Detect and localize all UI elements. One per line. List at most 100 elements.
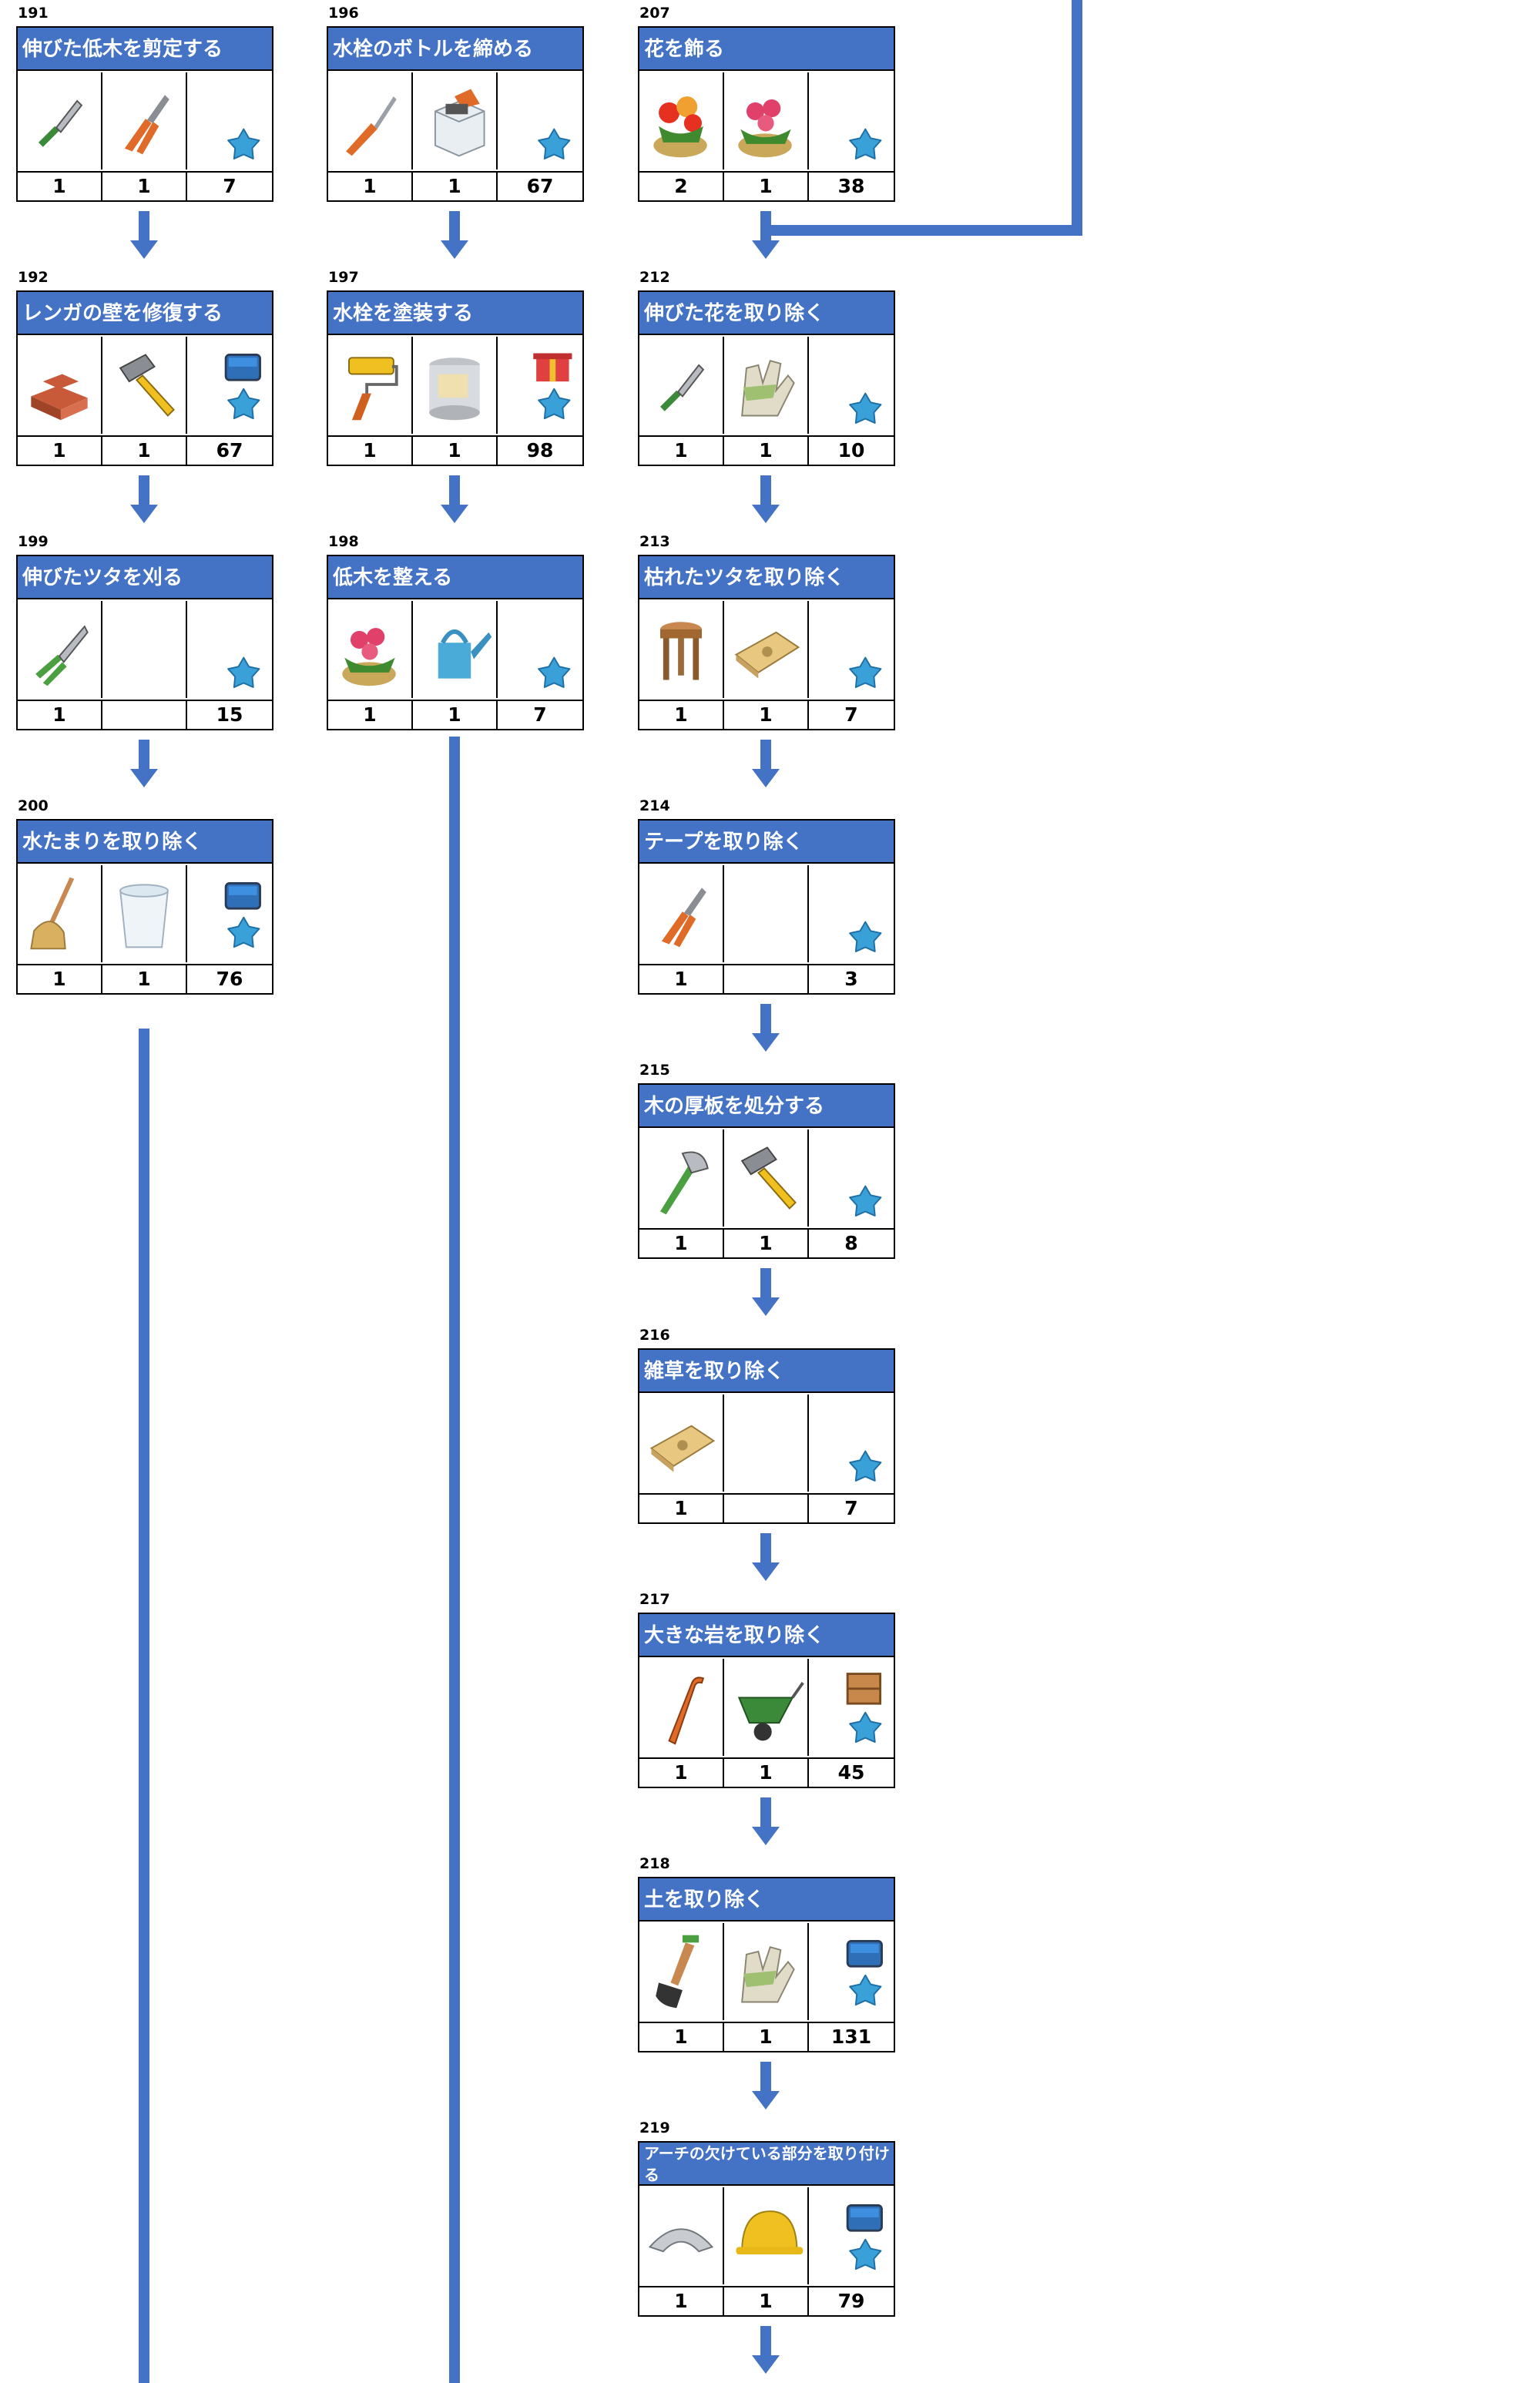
flow-line-continue	[139, 1029, 149, 2383]
task-title: 伸びたツタを刈る	[18, 556, 272, 599]
item-cell	[498, 72, 582, 169]
item-quantity: 1	[639, 1228, 724, 1257]
item-cell	[724, 2187, 809, 2284]
task-title: 伸びた花を取り除く	[639, 292, 894, 335]
item-quantity: 1	[639, 1493, 724, 1522]
flow-arrow-down	[130, 740, 158, 792]
item-quantity: 1	[328, 700, 413, 729]
task-id: 191	[18, 5, 49, 22]
task-title: 伸びた低木を剪定する	[18, 28, 272, 71]
item-cell	[18, 72, 102, 169]
item-cell	[724, 72, 809, 169]
crowbar-icon	[639, 1659, 723, 1756]
item-quantity	[102, 700, 187, 729]
flow-arrow-down	[130, 211, 158, 263]
item-quantity: 1	[18, 171, 102, 200]
item-cell	[809, 1129, 894, 1227]
item-quantity: 67	[498, 171, 582, 200]
task-id: 215	[639, 1062, 670, 1079]
stool-icon	[639, 601, 723, 698]
task-title: 大きな岩を取り除く	[639, 1614, 894, 1657]
hammer-icon	[102, 337, 186, 434]
item-cell	[724, 1923, 809, 2020]
flower-pot-icon	[639, 72, 723, 169]
item-cell	[328, 72, 413, 169]
item-quantity: 8	[809, 1228, 894, 1257]
bricks-icon	[18, 337, 101, 434]
item-quantity: 1	[413, 700, 498, 729]
gloves-icon	[724, 337, 807, 434]
item-quantity	[724, 1493, 809, 1522]
star-icon	[498, 601, 582, 698]
item-cell	[187, 865, 272, 962]
item-quantity: 1	[639, 700, 724, 729]
item-cell	[809, 1659, 894, 1756]
star-icon	[809, 865, 894, 962]
task-title: テープを取り除く	[639, 821, 894, 864]
star-icon	[809, 72, 894, 169]
item-cell	[187, 601, 272, 698]
flow-line-incoming	[1072, 0, 1082, 236]
item-cell	[809, 865, 894, 962]
item-quantity: 38	[809, 171, 894, 200]
item-quantity: 1	[102, 964, 187, 993]
chest-star-icon	[809, 1923, 894, 2020]
item-cell	[187, 337, 272, 434]
shears-icon	[18, 601, 101, 698]
item-quantity: 1	[413, 435, 498, 465]
flow-arrow-down	[752, 1268, 780, 1321]
sack-icon	[724, 601, 807, 698]
item-cell	[413, 337, 498, 434]
item-quantity: 1	[724, 700, 809, 729]
item-cell	[102, 865, 187, 962]
task-id: 207	[639, 5, 670, 22]
sack-icon	[639, 1395, 723, 1492]
item-quantity: 1	[639, 2022, 724, 2051]
item-quantity: 45	[809, 1757, 894, 1787]
task-title: レンガの壁を修復する	[18, 292, 272, 335]
item-cell	[187, 72, 272, 169]
item-quantity: 7	[187, 171, 272, 200]
flow-arrow-down	[752, 740, 780, 792]
bucket-icon	[102, 865, 186, 962]
task-title: 土を取り除く	[639, 1878, 894, 1922]
item-quantity: 1	[413, 171, 498, 200]
item-quantity: 79	[809, 2286, 894, 2315]
task-id: 212	[639, 269, 670, 286]
pliers-icon	[639, 865, 723, 962]
item-cell	[498, 337, 582, 434]
flow-arrow-down	[441, 475, 468, 528]
item-quantity: 1	[639, 2286, 724, 2315]
item-quantity: 1	[18, 435, 102, 465]
item-quantity: 67	[187, 435, 272, 465]
task-title: 木の厚板を処分する	[639, 1085, 894, 1128]
gloves-icon	[724, 1923, 807, 2020]
item-cell	[724, 865, 809, 962]
task-id: 200	[18, 797, 49, 814]
item-quantity: 1	[328, 435, 413, 465]
item-cell	[724, 601, 809, 698]
item-cell	[809, 337, 894, 434]
task-title: 雑草を取り除く	[639, 1350, 894, 1393]
item-quantity	[724, 964, 809, 993]
nails-box-icon	[413, 72, 496, 169]
item-cell	[809, 1923, 894, 2020]
task-title: アーチの欠けている部分を取り付ける	[639, 2143, 894, 2186]
item-cell	[809, 2187, 894, 2284]
task-title: 低木を整える	[328, 556, 582, 599]
flow-arrow-down	[752, 1533, 780, 1586]
task-title: 枯れたツタを取り除く	[639, 556, 894, 599]
item-quantity: 1	[18, 964, 102, 993]
task-id: 198	[328, 533, 359, 550]
item-quantity: 76	[187, 964, 272, 993]
paint-can-icon	[413, 337, 496, 434]
task-id: 214	[639, 797, 670, 814]
